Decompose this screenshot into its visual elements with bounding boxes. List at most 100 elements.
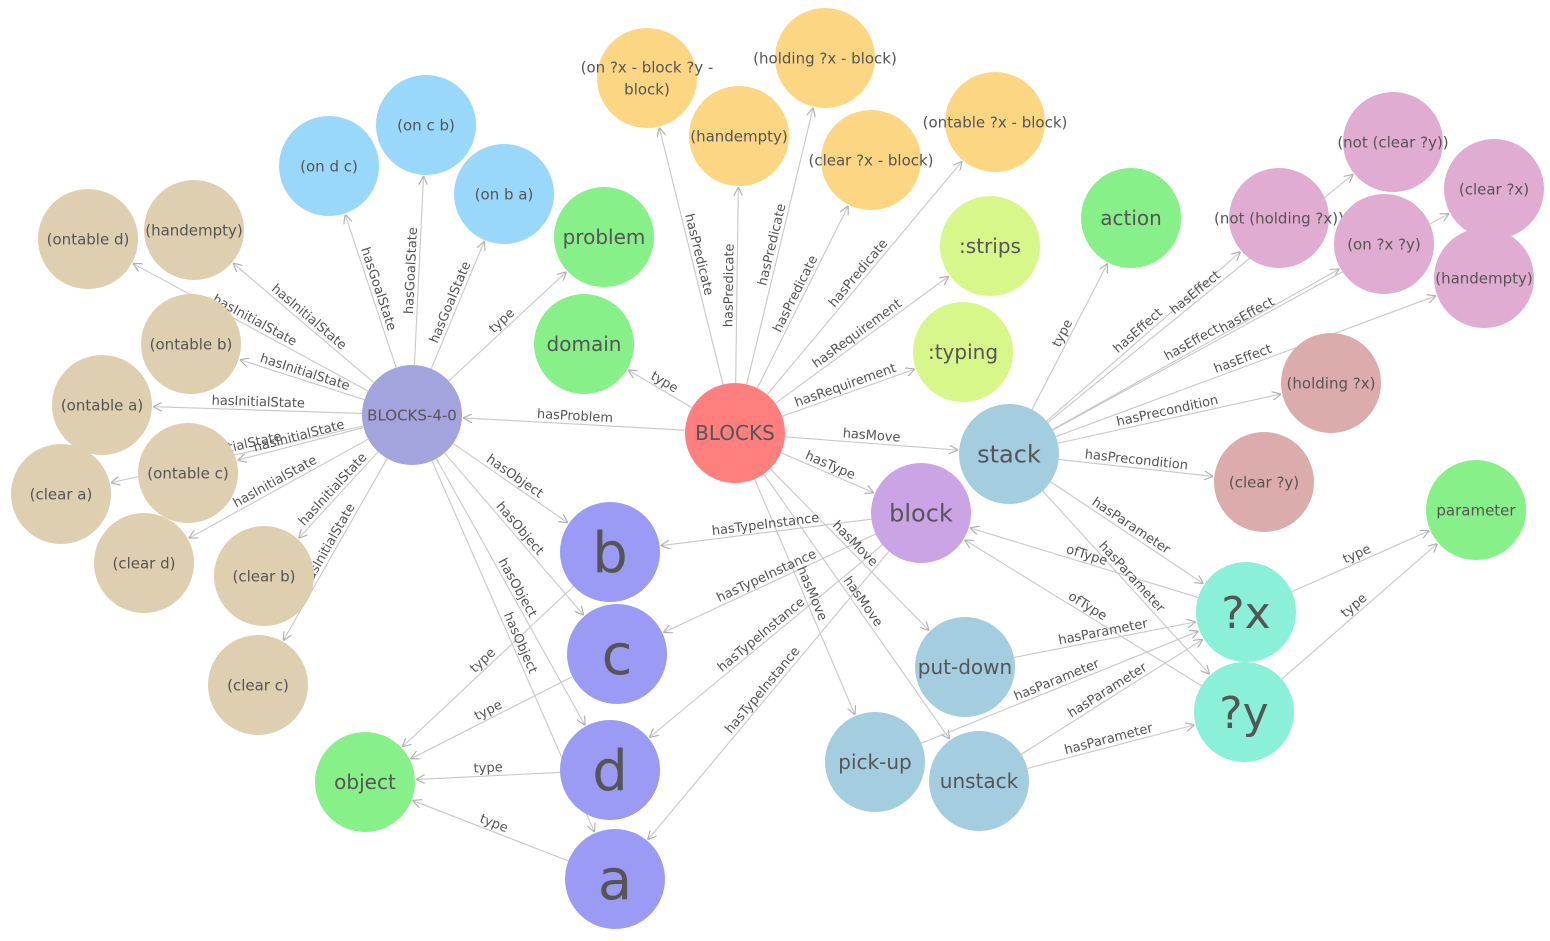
node-onta[interactable]: (ontable a) bbox=[52, 355, 152, 455]
node-c[interactable]: c bbox=[567, 604, 667, 704]
node-circle-ontd[interactable] bbox=[38, 189, 138, 289]
node-circle-clearqy[interactable] bbox=[1214, 432, 1314, 532]
node-circle-clearqx[interactable] bbox=[1444, 139, 1544, 239]
node-circle-notclear[interactable] bbox=[1343, 92, 1443, 192]
node-circle-clc[interactable] bbox=[208, 635, 308, 735]
edge-blocks-holdx bbox=[746, 109, 813, 385]
edge-layer bbox=[112, 109, 1449, 862]
node-circle-holdx[interactable] bbox=[775, 8, 875, 108]
node-notclear[interactable]: (not (clear ?y)) bbox=[1337, 92, 1449, 192]
node-ontx[interactable]: (ontable ?x - block) bbox=[923, 72, 1068, 172]
node-oncb[interactable]: (on c b) bbox=[376, 75, 476, 175]
edge-blocks40-oncb bbox=[413, 177, 423, 366]
node-unstack[interactable]: unstack bbox=[929, 731, 1029, 831]
node-label-strips: :strips bbox=[959, 234, 1021, 258]
node-a[interactable]: a bbox=[565, 829, 665, 929]
node-circle-qx[interactable] bbox=[1196, 562, 1296, 662]
node-circle-domain[interactable] bbox=[534, 294, 634, 394]
node-putdown[interactable]: put-down bbox=[915, 617, 1015, 717]
node-clc[interactable]: (clear c) bbox=[208, 635, 308, 735]
node-ontb[interactable]: (ontable b) bbox=[141, 294, 241, 394]
node-onxy[interactable]: (on ?x - block ?y -block) bbox=[581, 28, 714, 128]
node-ontd[interactable]: (ontable d) bbox=[38, 189, 138, 289]
edge-label-blocks40-oncb: hasGoalState bbox=[402, 227, 421, 315]
node-clearqx[interactable]: (clear ?x) bbox=[1444, 139, 1544, 239]
node-circle-a[interactable] bbox=[565, 829, 665, 929]
node-circle-hemp1[interactable] bbox=[144, 180, 244, 280]
node-circle-clb[interactable] bbox=[214, 526, 314, 626]
node-clb[interactable]: (clear b) bbox=[214, 526, 314, 626]
node-cld[interactable]: (clear d) bbox=[94, 513, 194, 613]
node-circle-cla[interactable] bbox=[11, 444, 111, 544]
node-strips[interactable]: :strips bbox=[940, 196, 1040, 296]
node-circle-b[interactable] bbox=[560, 502, 660, 602]
node-circle-typing[interactable] bbox=[913, 302, 1013, 402]
node-circle-ontx[interactable] bbox=[945, 72, 1045, 172]
node-action[interactable]: action bbox=[1081, 168, 1181, 268]
node-hemp3[interactable]: (handempty) bbox=[1434, 228, 1534, 328]
node-onba[interactable]: (on b a) bbox=[454, 144, 554, 244]
node-circle-action[interactable] bbox=[1081, 168, 1181, 268]
node-circle-cld[interactable] bbox=[94, 513, 194, 613]
edge-label-qy-block: ofType bbox=[1065, 589, 1109, 624]
node-stack[interactable]: stack bbox=[959, 404, 1059, 504]
node-circle-ontc[interactable] bbox=[138, 423, 238, 523]
node-holdx[interactable]: (holding ?x - block) bbox=[753, 8, 897, 108]
node-circle-parameter[interactable] bbox=[1426, 460, 1526, 560]
node-circle-problem[interactable] bbox=[554, 187, 654, 287]
node-circle-hemp3[interactable] bbox=[1434, 228, 1534, 328]
node-qx[interactable]: ?x bbox=[1196, 562, 1296, 662]
edge-stack-holdqx bbox=[1057, 394, 1280, 444]
node-circle-oncb[interactable] bbox=[376, 75, 476, 175]
node-circle-c[interactable] bbox=[567, 604, 667, 704]
node-ontc[interactable]: (ontable c) bbox=[138, 423, 238, 523]
node-typing[interactable]: :typing bbox=[913, 302, 1013, 402]
node-label-hemp1: (handempty) bbox=[145, 221, 243, 239]
node-circle-stack[interactable] bbox=[959, 404, 1059, 504]
node-cla[interactable]: (clear a) bbox=[11, 444, 111, 544]
node-label-clb: (clear b) bbox=[233, 567, 296, 585]
node-circle-clearx[interactable] bbox=[821, 110, 921, 210]
node-circle-nothold[interactable] bbox=[1229, 168, 1329, 268]
node-circle-qy[interactable] bbox=[1194, 662, 1294, 762]
node-circle-holdqx[interactable] bbox=[1281, 333, 1381, 433]
node-d[interactable]: d bbox=[560, 720, 660, 820]
node-problem[interactable]: problem bbox=[554, 187, 654, 287]
node-domain[interactable]: domain bbox=[534, 294, 634, 394]
node-circle-blocks40[interactable] bbox=[362, 365, 462, 465]
node-hemp1[interactable]: (handempty) bbox=[144, 180, 244, 280]
edge-blocks40-ontd bbox=[134, 264, 369, 392]
node-ondc[interactable]: (on d c) bbox=[279, 116, 379, 216]
node-nothold[interactable]: (not (holding ?x)) bbox=[1214, 168, 1344, 268]
node-circle-onta[interactable] bbox=[52, 355, 152, 455]
node-circle-strips[interactable] bbox=[940, 196, 1040, 296]
node-clearqy[interactable]: (clear ?y) bbox=[1214, 432, 1314, 532]
node-qy[interactable]: ?y bbox=[1194, 662, 1294, 762]
node-circle-pickup[interactable] bbox=[825, 712, 925, 812]
node-circle-ondc[interactable] bbox=[279, 116, 379, 216]
node-block[interactable]: block bbox=[871, 463, 971, 563]
node-circle-d[interactable] bbox=[560, 720, 660, 820]
node-circle-onba[interactable] bbox=[454, 144, 554, 244]
node-hemp2[interactable]: (handempty) bbox=[689, 86, 789, 186]
node-circle-hemp2[interactable] bbox=[689, 86, 789, 186]
node-parameter[interactable]: parameter bbox=[1426, 460, 1526, 560]
node-holdqx[interactable]: (holding ?x) bbox=[1281, 333, 1381, 433]
node-circle-putdown[interactable] bbox=[915, 617, 1015, 717]
node-circle-ontb[interactable] bbox=[141, 294, 241, 394]
node-circle-onxy[interactable] bbox=[597, 28, 697, 128]
node-circle-block[interactable] bbox=[871, 463, 971, 563]
edge-blocks40-ondc bbox=[345, 215, 397, 368]
edge-label-blocks-strips: hasRequirement bbox=[810, 296, 905, 371]
node-onqxy[interactable]: (on ?x ?y) bbox=[1334, 194, 1434, 294]
node-circle-blocks[interactable] bbox=[685, 383, 785, 483]
node-clearx[interactable]: (clear ?x - block) bbox=[808, 110, 934, 210]
node-circle-unstack[interactable] bbox=[929, 731, 1029, 831]
node-object[interactable]: object bbox=[315, 732, 415, 832]
node-circle-object[interactable] bbox=[315, 732, 415, 832]
node-blocks[interactable]: BLOCKS bbox=[685, 383, 785, 483]
node-circle-onqxy[interactable] bbox=[1334, 194, 1434, 294]
node-b[interactable]: b bbox=[560, 502, 660, 602]
node-blocks40[interactable]: BLOCKS-4-0 bbox=[362, 365, 462, 465]
node-pickup[interactable]: pick-up bbox=[825, 712, 925, 812]
